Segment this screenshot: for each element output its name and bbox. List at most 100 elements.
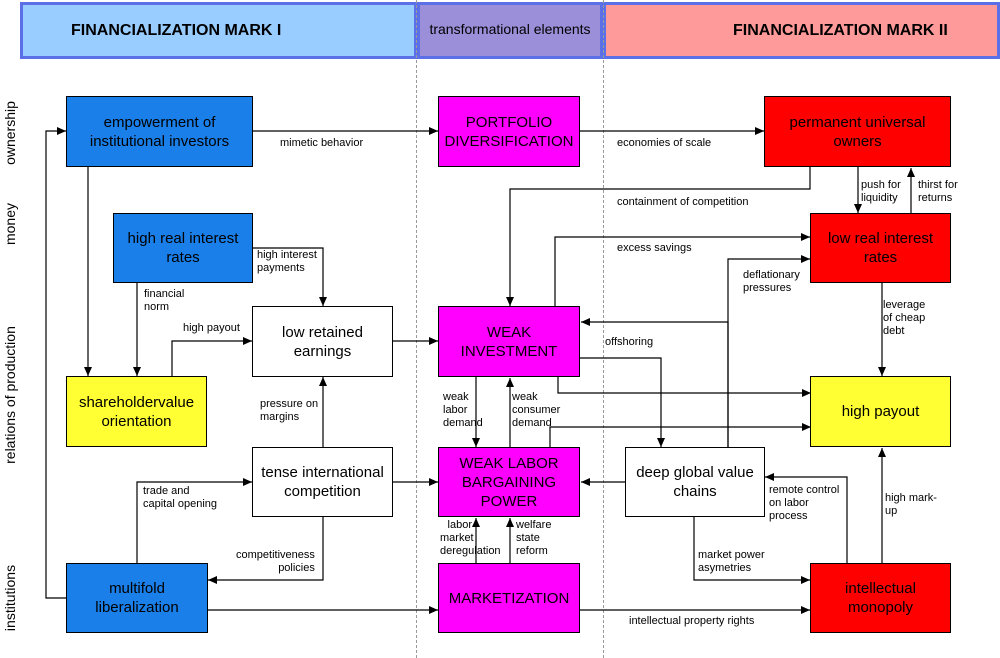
mpa-line-2: asymetries <box>698 562 752 574</box>
box-weak-labor-bargaining-power: WEAK LABOR BARGAINING POWER <box>438 447 580 517</box>
remote-line-2: on labor <box>769 497 809 509</box>
header-middle-label: transformational elements <box>429 21 591 37</box>
mpa-line-1: market power <box>698 549 765 561</box>
box-high-payout-label: high payout <box>841 403 920 420</box>
wcd-line-3: demand <box>512 417 552 429</box>
edge-label-high-mark-up: high mark- up <box>885 492 937 518</box>
box-permanent-universal-owners: permanent universal owners <box>764 96 951 167</box>
wld-line-2: labor <box>443 404 468 416</box>
finnorm-line-2: norm <box>144 301 170 313</box>
markup-line-1: high mark- <box>885 492 937 504</box>
box-tense-label: tense international competition <box>261 464 384 500</box>
lmd-line-3: deregulation <box>440 545 501 557</box>
remote-line-3: process <box>769 510 808 522</box>
leverage-line-2: of cheap <box>883 312 926 324</box>
edge-label-weak-labor-demand: weak labor demand <box>443 391 483 430</box>
edge-label-pressure-on-margins: pressure on margins <box>260 398 318 424</box>
box-multifold-label: multifold liberalization <box>95 580 179 616</box>
edge-label-labor-market-deregulation: labor market deregulation <box>440 519 501 558</box>
box-empowerment-label: empowerment of institutional investors <box>89 113 230 150</box>
thirst-line-2: returns <box>918 192 953 204</box>
box-empowerment-of-institutional-investors: empowerment of institutional investors <box>66 96 253 167</box>
edge-label-thirst-for-returns: thirst for returns <box>918 179 958 205</box>
remote-line-1: remote control <box>769 484 840 496</box>
box-high-real-interest-rates: high real interest rates <box>113 213 253 283</box>
edge-label-mimetic-behavior: mimetic behavior <box>280 137 364 149</box>
box-global-chains-label: deep global value chains <box>636 464 754 500</box>
edge-label-containment-of-competition: containment of competition <box>617 196 749 208</box>
edge-label-remote-control-on-labor-process: remote control on labor process <box>769 484 839 523</box>
box-low-retained-label: low retained earnings <box>282 323 363 360</box>
wcd-line-2: consumer <box>512 404 561 416</box>
wld-line-1: weak <box>443 391 469 403</box>
box-portfolio-label: PORTFOLIO DIVERSIFICATION <box>444 113 574 150</box>
edge-label-high-interest-payments: high interest payments <box>257 249 317 275</box>
wld-line-3: demand <box>443 417 483 429</box>
wsr-line-1: welfare <box>516 519 552 531</box>
box-intellectual-label: intellectual monopoly <box>845 580 916 616</box>
box-shareholdervalue-orientation: shareholdervalue orientation <box>66 376 207 447</box>
edge-label-deflationary-pressures: deflationary pressures <box>743 269 800 295</box>
finnorm-line-1: financial <box>144 288 185 300</box>
push-line-1: push for <box>861 179 901 191</box>
box-portfolio-diversification: PORTFOLIO DIVERSIFICATION <box>438 96 580 167</box>
edge-label-offshoring: offshoring <box>605 336 654 348</box>
thirst-line-1: thirst for <box>918 179 958 191</box>
column-divider-right <box>603 0 604 658</box>
column-divider-left <box>416 0 417 658</box>
push-line-2: liquidity <box>861 192 898 204</box>
header-transformational-elements: transformational elements <box>417 2 603 59</box>
edge-label-competitiveness-policies: competitiveness policies <box>236 549 315 575</box>
wsr-line-3: reform <box>516 545 548 557</box>
box-high-payout: high payout <box>810 376 951 447</box>
markup-line-2: up <box>885 505 898 517</box>
box-low-retained-earnings: low retained earnings <box>252 306 393 377</box>
box-weak-investment-label: WEAK INVESTMENT <box>460 323 558 360</box>
edge-label-excess-savings: excess savings <box>617 242 692 254</box>
box-universal-label: permanent universal owners <box>789 113 926 150</box>
hip-line-2: payments <box>257 262 305 274</box>
wcd-line-1: weak <box>512 391 538 403</box>
deflat-line-2: pressures <box>743 282 792 294</box>
box-marketization: MARKETIZATION <box>438 563 580 633</box>
box-weak-investment: WEAK INVESTMENT <box>438 306 580 377</box>
edge-label-weak-consumer-demand: weak consumer demand <box>512 391 560 430</box>
leverage-line-3: debt <box>883 325 905 337</box>
box-intellectual-monopoly: intellectual monopoly <box>810 563 951 633</box>
box-deep-global-value-chains: deep global value chains <box>625 447 765 517</box>
header-left-label: FINANCIALIZATION MARK I <box>71 21 282 39</box>
edge-label-push-for-liquidity: push for liquidity <box>861 179 901 205</box>
edge-label-trade-and-capital-opening: trade and capital opening <box>143 485 217 511</box>
wsr-line-2: state <box>516 532 540 544</box>
edge-label-high-payout: high payout <box>183 322 240 334</box>
trade-line-2: capital opening <box>143 498 218 510</box>
edge-label-leverage-of-cheap-debt: leverage of cheap debt <box>883 299 925 338</box>
header-right-label: FINANCIALIZATION MARK II <box>733 21 948 39</box>
hip-line-1: high interest <box>257 249 317 261</box>
lmd-line-1: labor <box>447 519 472 531</box>
box-marketization-label: MARKETIZATION <box>448 589 570 607</box>
pressure-line-1: pressure on <box>260 398 319 410</box>
comp-line-1: competitiveness <box>236 549 315 561</box>
box-multifold-liberalization: multifold liberalization <box>66 563 208 633</box>
pressure-line-2: margins <box>260 411 300 423</box>
box-weak-labor-label: WEAK LABOR BARGAINING POWER <box>459 454 559 510</box>
trade-line-1: trade and <box>143 485 190 497</box>
leverage-line-1: leverage <box>883 299 926 311</box>
edge-label-welfare-state-reform: welfare state reform <box>516 519 551 558</box>
box-low-rates-label: low real interest rates <box>827 230 934 266</box>
edge-label-economies-of-scale: economies of scale <box>617 137 712 149</box>
deflat-line-1: deflationary <box>743 269 800 281</box>
edge-label-financial-norm: financial norm <box>144 288 184 314</box>
box-shareholder-label: shareholdervalue orientation <box>78 393 195 430</box>
lmd-line-2: market <box>440 532 474 544</box>
edge-label-market-power-asymetries: market power asymetries <box>698 549 765 575</box>
comp-line-2: policies <box>278 562 315 574</box>
edge-label-intellectual-property-rights: intellectual property rights <box>629 615 755 627</box>
box-tense-international-competition: tense international competition <box>252 447 393 517</box>
box-high-rates-label: high real interest rates <box>127 230 239 266</box>
box-low-real-interest-rates: low real interest rates <box>810 213 951 283</box>
header-financialization-mark-1: FINANCIALIZATION MARK I <box>20 2 417 59</box>
header-financialization-mark-2: FINANCIALIZATION MARK II <box>603 2 1000 59</box>
